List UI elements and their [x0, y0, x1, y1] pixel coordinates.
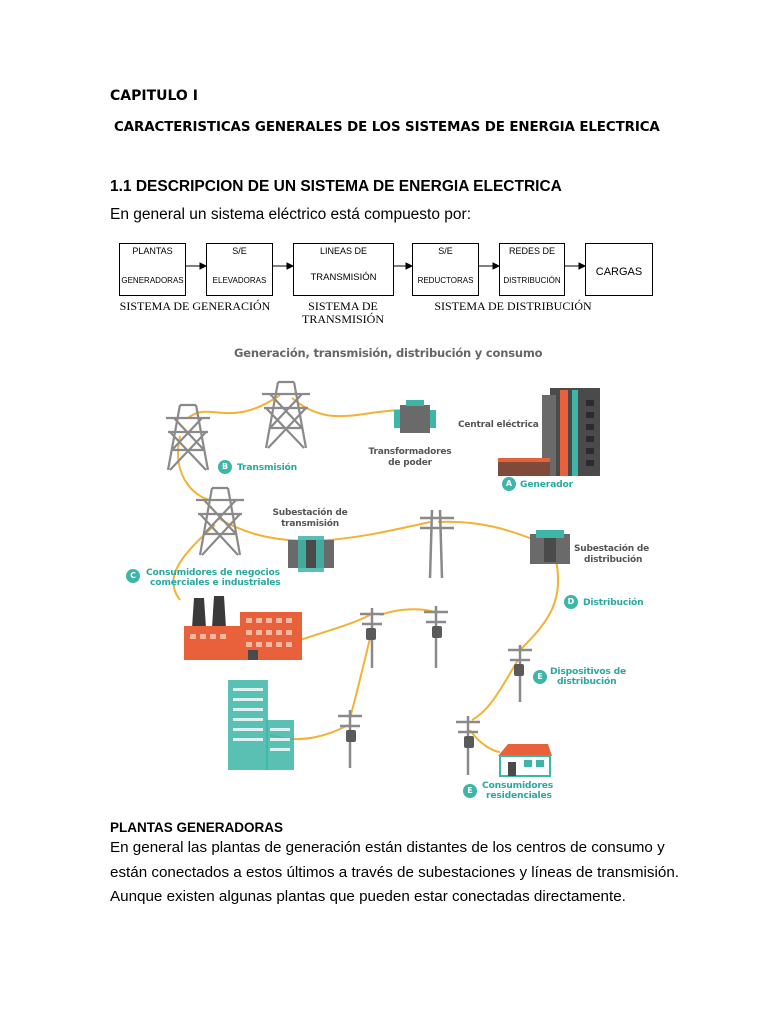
tag-consumidores-negocios-2: comerciales e industriales — [150, 577, 281, 588]
transmission-substation — [288, 536, 334, 572]
box-label-top: REDES DE — [508, 246, 555, 256]
group-transmission-line1: SISTEMA DE — [308, 299, 378, 313]
box-label-top: S/E — [232, 246, 247, 256]
tower-1 — [166, 403, 210, 471]
box-label-bottom: GENERADORAS — [121, 276, 184, 285]
power-plant — [498, 388, 600, 476]
box-label-bottom: ELEVADORAS — [212, 276, 267, 285]
box-label-center: CARGAS — [595, 266, 643, 278]
tower-2 — [262, 380, 310, 449]
box-lineas-transmision: LINEAS DE TRANSMISIÓN — [293, 243, 394, 296]
box-label-bottom: REDUCTORAS — [417, 276, 474, 285]
badge-e-dispositivos: E — [533, 670, 547, 684]
power-transformer — [394, 400, 436, 433]
tag-residenciales-2: residenciales — [486, 790, 552, 801]
label-de-poder: de poder — [388, 458, 432, 468]
chapter-subtitle: CARACTERISTICAS GENERALES DE LOS SISTEMA… — [114, 120, 660, 135]
badge-e-residenciales: E — [463, 784, 477, 798]
tag-dispositivos-2: distribución — [557, 676, 617, 687]
label-subestacion-distribucion-2: distribución — [584, 555, 643, 565]
house — [498, 744, 552, 777]
box-label-top: LINEAS DE — [319, 246, 368, 256]
office-buildings — [228, 680, 294, 770]
badge-c: C — [126, 569, 140, 583]
label-subestacion-transmision-1: Subestación de — [272, 508, 348, 518]
badge-b: B — [218, 460, 232, 474]
box-se-reductoras: S/E REDUCTORAS — [412, 243, 479, 296]
paragraph-line: están conectados a estos últimos a travé… — [110, 863, 679, 881]
label-transformadores: Transformadores — [368, 447, 452, 457]
label-subestacion-distribucion-1: Subestación de — [574, 544, 650, 554]
transmission-towers — [166, 380, 310, 556]
tag-dispositivos-1: Dispositivos de — [550, 666, 627, 677]
badge-a: A — [502, 477, 516, 491]
tag-generador: Generador — [520, 479, 573, 490]
label-central-electrica: Central eléctrica — [458, 420, 539, 430]
section-heading: 1.1 DESCRIPCION DE UN SISTEMA DE ENERGIA… — [110, 178, 562, 195]
utility-poles — [338, 509, 532, 775]
box-label-top: S/E — [438, 246, 453, 256]
paragraph-line: En general las plantas de generación est… — [110, 839, 665, 856]
box-plantas-generadoras: PLANTAS GENERADORAS — [119, 243, 186, 296]
box-redes-distribucion: REDES DE DISTRIBUCIÓN — [499, 243, 565, 296]
group-distribution: SISTEMA DE DISTRIBUCIÓN — [434, 299, 592, 313]
figure-title: Generación, transmisión, distribución y … — [234, 346, 543, 360]
box-label-bottom: TRANSMISIÓN — [310, 272, 377, 283]
intro-text: En general un sistema eléctrico está com… — [110, 206, 471, 223]
tag-consumidores-negocios-1: Consumidores de negocios — [146, 567, 280, 578]
factory — [184, 596, 302, 660]
group-transmission-line2: TRANSMISIÓN — [301, 312, 384, 326]
box-se-elevadoras: S/E ELEVADORAS — [206, 243, 273, 296]
tag-transmision: Transmisión — [237, 462, 297, 473]
box-label-top: PLANTAS — [132, 246, 173, 256]
badge-d: D — [564, 595, 578, 609]
distribution-substation — [530, 530, 570, 564]
tag-residenciales-1: Consumidores — [482, 780, 554, 791]
label-subestacion-transmision-2: transmisión — [281, 519, 339, 529]
chapter-title: CAPITULO I — [110, 88, 198, 104]
group-generation: SISTEMA DE GENERACIÓN — [119, 299, 271, 313]
paragraph-line: Aunque existen algunas plantas que puede… — [110, 888, 626, 905]
box-label-bottom: DISTRIBUCIÓN — [503, 276, 561, 285]
plants-heading: PLANTAS GENERADORAS — [110, 820, 284, 835]
plants-paragraph: En general las plantas de generación est… — [110, 836, 679, 910]
tag-distribucion: Distribución — [583, 597, 644, 608]
box-cargas: CARGAS — [585, 243, 653, 296]
tower-3 — [196, 486, 244, 556]
